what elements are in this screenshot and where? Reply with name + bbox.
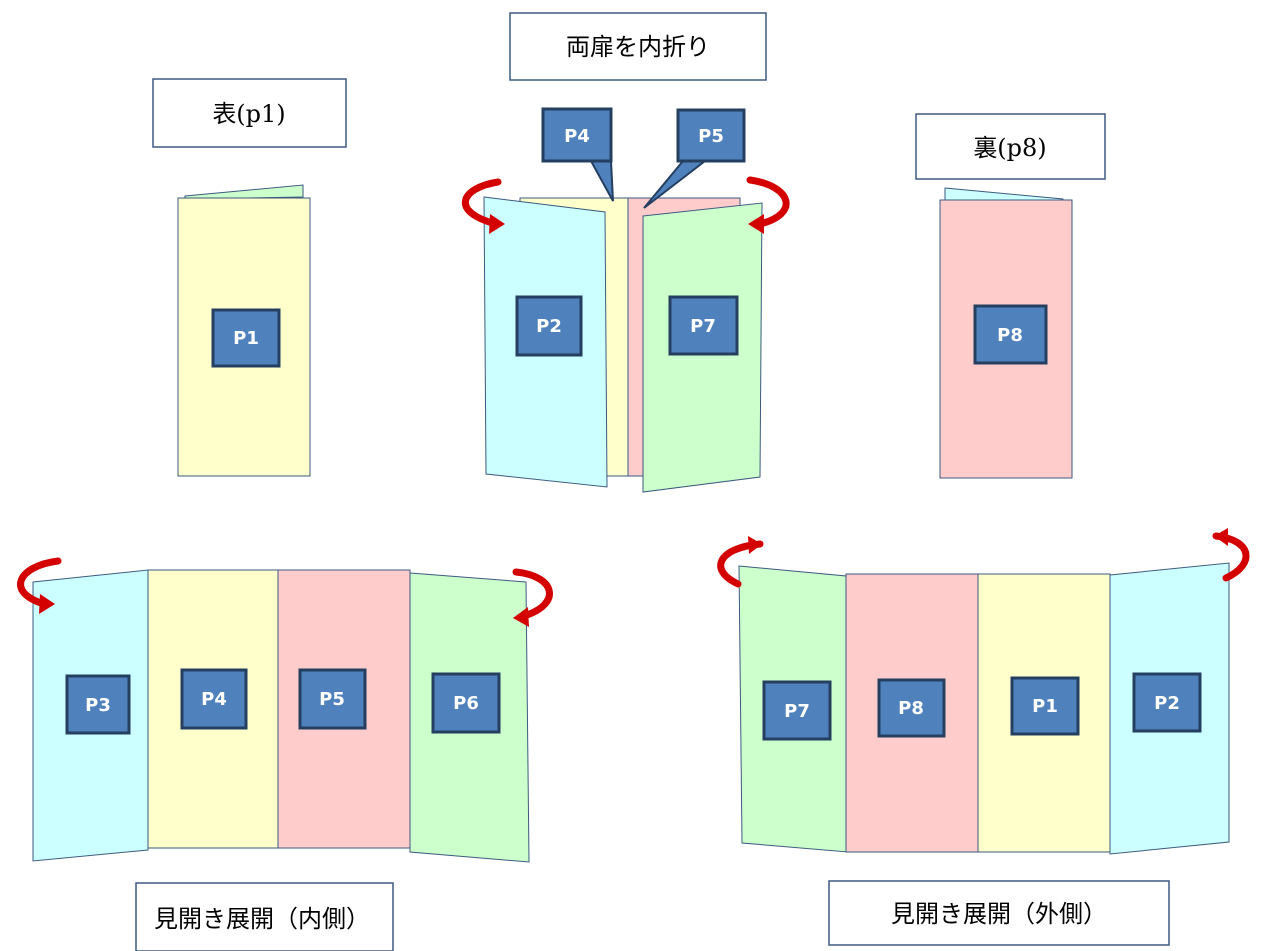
tag-outside-p1: P1 bbox=[1010, 676, 1080, 736]
svg-text:P3: P3 bbox=[85, 695, 111, 716]
svg-text:P1: P1 bbox=[1032, 696, 1058, 717]
tag-inside-p3: P3 bbox=[65, 674, 131, 735]
svg-text:P8: P8 bbox=[898, 698, 924, 719]
curved-rotate-arrow-icon bbox=[1212, 528, 1250, 582]
svg-text:P5: P5 bbox=[698, 126, 724, 147]
front-label: 表(p1) bbox=[212, 100, 285, 128]
spread-inside-view: P3 P4 P5 P6 見開き展開（内側） bbox=[17, 557, 553, 951]
outside-label: 見開き展開（外側） bbox=[891, 900, 1107, 928]
front-view: 表(p1) P1 bbox=[152, 78, 347, 477]
tag-fold-p2: P2 bbox=[515, 295, 583, 357]
tag-outside-p2: P2 bbox=[1132, 672, 1202, 733]
back-label-box bbox=[915, 113, 1106, 180]
front-back-panel-edge bbox=[184, 184, 304, 200]
inside-label: 見開き展開（内側） bbox=[154, 905, 370, 933]
svg-text:P2: P2 bbox=[536, 316, 562, 337]
fold-view: 両扉を内折り P4 P5 P2 P7 bbox=[461, 12, 790, 493]
back-label: 裏(p8) bbox=[973, 134, 1046, 162]
curved-rotate-arrow-icon bbox=[461, 178, 505, 234]
tag-inside-p5: P5 bbox=[298, 668, 367, 730]
outside-label-box bbox=[828, 880, 1170, 946]
tag-fold-p4-callout: P4 bbox=[541, 107, 614, 202]
tag-outside-p8: P8 bbox=[877, 678, 946, 738]
fold-label-box bbox=[509, 12, 767, 81]
svg-text:P6: P6 bbox=[453, 693, 479, 714]
tag-inside-p6: P6 bbox=[431, 672, 501, 734]
svg-text:P7: P7 bbox=[784, 701, 810, 722]
tag-outside-p7: P7 bbox=[762, 680, 832, 741]
tag-back-p8: P8 bbox=[973, 304, 1048, 365]
tag-fold-p7: P7 bbox=[668, 295, 739, 356]
spread-outside-view: P7 P8 P1 P2 見開き展開（外側） bbox=[717, 528, 1250, 946]
svg-text:P7: P7 bbox=[690, 316, 716, 337]
svg-text:P5: P5 bbox=[319, 689, 345, 710]
fold-label: 両扉を内折り bbox=[566, 33, 710, 61]
curved-rotate-arrow-icon bbox=[746, 176, 790, 234]
tag-fold-p5-callout: P5 bbox=[643, 108, 746, 209]
svg-text:P1: P1 bbox=[233, 328, 259, 349]
svg-text:P4: P4 bbox=[201, 689, 227, 710]
svg-text:P4: P4 bbox=[564, 126, 590, 147]
tag-inside-p4: P4 bbox=[180, 668, 248, 730]
inside-label-box bbox=[135, 882, 394, 951]
curved-rotate-arrow-icon bbox=[17, 557, 62, 614]
front-label-box bbox=[152, 78, 347, 148]
curved-rotate-arrow-icon bbox=[717, 536, 764, 588]
tag-front-p1: P1 bbox=[211, 308, 281, 368]
back-view: 裏(p8) P8 bbox=[915, 113, 1106, 479]
svg-text:P8: P8 bbox=[997, 325, 1023, 346]
curved-rotate-arrow-icon bbox=[512, 568, 553, 627]
svg-text:P2: P2 bbox=[1154, 693, 1180, 714]
